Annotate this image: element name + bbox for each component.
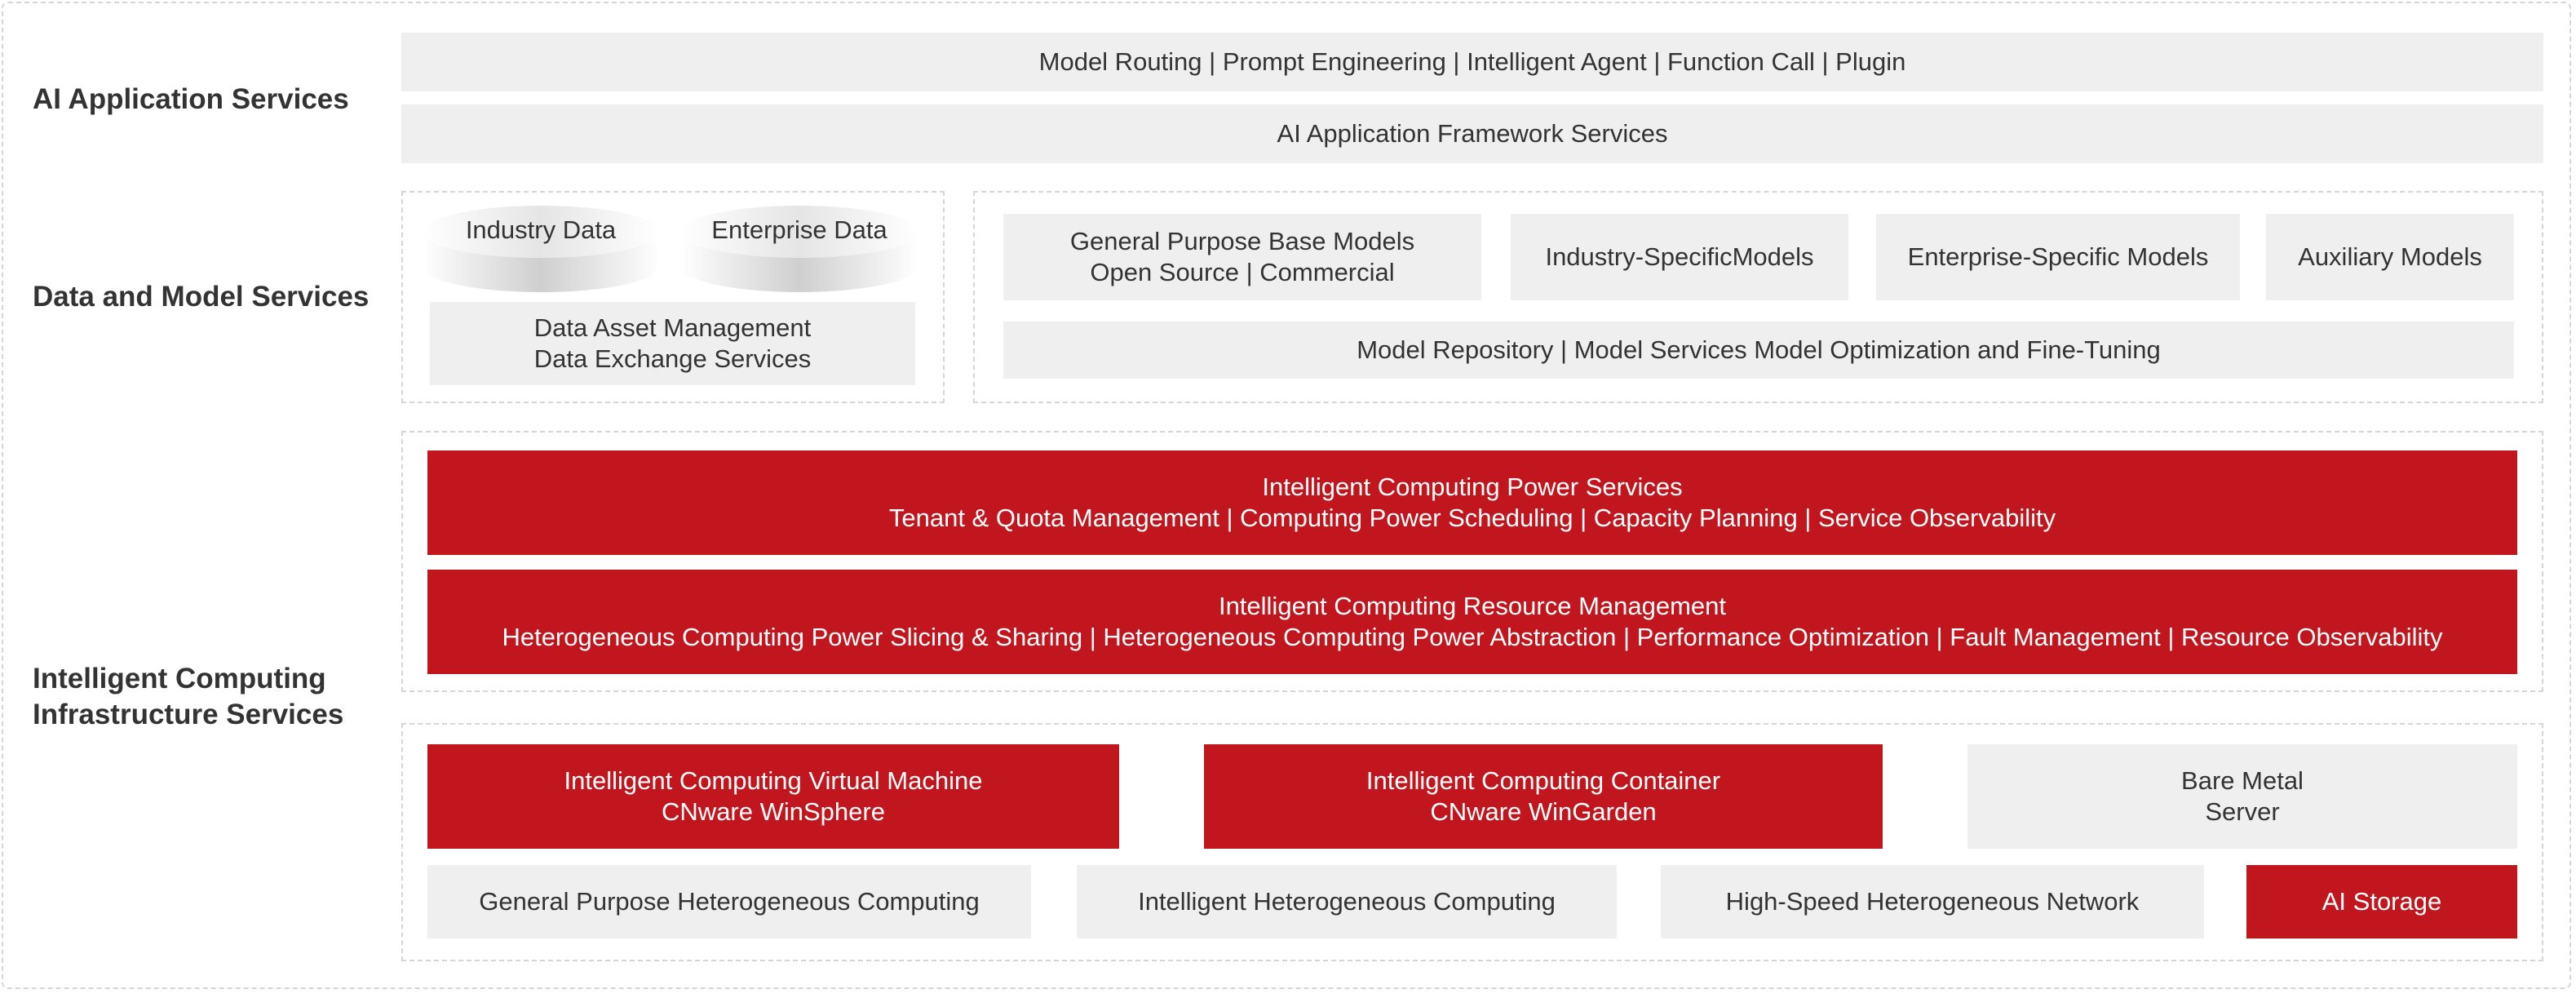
container-box: Intelligent Computing Container CNware W… (1204, 744, 1883, 849)
network-text: High-Speed Heterogeneous Network (1725, 887, 2140, 916)
enterprise-models-box: Enterprise-Specific Models (1876, 214, 2240, 300)
data-asset-line1: Data Asset Management (533, 313, 812, 342)
enterprise-data-cylinder: Enterprise Data (680, 206, 918, 292)
virtual-machine-box: Intelligent Computing Virtual Machine CN… (427, 744, 1119, 849)
infra-resources-group (401, 723, 2543, 961)
model-repository-bar: Model Repository | Model Services Model … (1003, 322, 2514, 379)
label-infra-line1: Intelligent Computing (33, 663, 326, 694)
resource-management-subtitle: Heterogeneous Computing Power Slicing & … (502, 623, 2443, 651)
industry-data-cylinder: Industry Data (422, 206, 660, 292)
general-models-line2: Open Source | Commercial (1090, 258, 1395, 286)
auxiliary-models-text: Auxiliary Models (2298, 242, 2482, 271)
resource-management-bar: Intelligent Computing Resource Managemen… (427, 570, 2517, 674)
model-group (973, 191, 2543, 403)
ai-app-capabilities-text: Model Routing | Prompt Engineering | Int… (1038, 47, 1906, 76)
general-base-models-box: General Purpose Base Models Open Source … (1003, 214, 1481, 300)
intelligent-heterogeneous-computing-box: Intelligent Heterogeneous Computing (1077, 865, 1617, 939)
ai-app-capabilities-bar: Model Routing | Prompt Engineering | Int… (401, 33, 2543, 91)
bare-metal-line2: Server (2205, 797, 2280, 826)
cylinder-top (680, 206, 918, 258)
industry-models-box: Industry-SpecificModels (1511, 214, 1848, 300)
label-data-and-model-services: Data and Model Services (33, 281, 370, 313)
general-computing-text: General Purpose Heterogeneous Computing (479, 887, 980, 916)
industry-models-text: Industry-SpecificModels (1545, 242, 1814, 271)
ai-app-framework-bar: AI Application Framework Services (401, 104, 2543, 163)
computing-power-services-bar: Intelligent Computing Power Services Ten… (427, 450, 2517, 555)
heterogeneous-network-box: High-Speed Heterogeneous Network (1661, 865, 2204, 939)
intelligent-computing-text: Intelligent Heterogeneous Computing (1138, 887, 1556, 916)
ai-app-framework-text: AI Application Framework Services (1277, 119, 1668, 148)
vm-line2: CNware WinSphere (662, 797, 885, 826)
ai-storage-text: AI Storage (2321, 887, 2442, 916)
enterprise-data-label: Enterprise Data (711, 215, 887, 244)
label-infra-line2: Infrastructure Services (33, 699, 344, 730)
cylinder-top (422, 206, 660, 258)
bare-metal-line1: Bare Metal (2181, 766, 2304, 795)
data-group (401, 191, 945, 403)
power-services-title: Intelligent Computing Power Services (1262, 473, 1683, 501)
enterprise-models-text: Enterprise-Specific Models (1907, 242, 2209, 271)
resource-management-title: Intelligent Computing Resource Managemen… (1218, 592, 1727, 620)
label-infrastructure-services: Intelligent Computing Infrastructure Ser… (33, 661, 343, 733)
data-asset-line2: Data Exchange Services (533, 344, 812, 373)
container-line2: CNware WinGarden (1430, 797, 1657, 826)
general-heterogeneous-computing-box: General Purpose Heterogeneous Computing (427, 865, 1031, 939)
infra-management-group (401, 431, 2543, 692)
data-asset-management-box: Data Asset Management Data Exchange Serv… (430, 302, 915, 385)
power-services-subtitle: Tenant & Quota Management | Computing Po… (888, 504, 2056, 532)
ai-storage-box: AI Storage (2246, 865, 2517, 939)
model-repository-text: Model Repository | Model Services Model … (1357, 335, 2161, 364)
auxiliary-models-box: Auxiliary Models (2266, 214, 2514, 300)
general-models-line1: General Purpose Base Models (1069, 227, 1415, 255)
industry-data-label: Industry Data (465, 215, 617, 244)
label-ai-application-services: AI Application Services (33, 83, 349, 115)
vm-line1: Intelligent Computing Virtual Machine (564, 766, 983, 795)
bare-metal-server-box: Bare Metal Server (1967, 744, 2517, 849)
container-line1: Intelligent Computing Container (1365, 766, 1721, 795)
